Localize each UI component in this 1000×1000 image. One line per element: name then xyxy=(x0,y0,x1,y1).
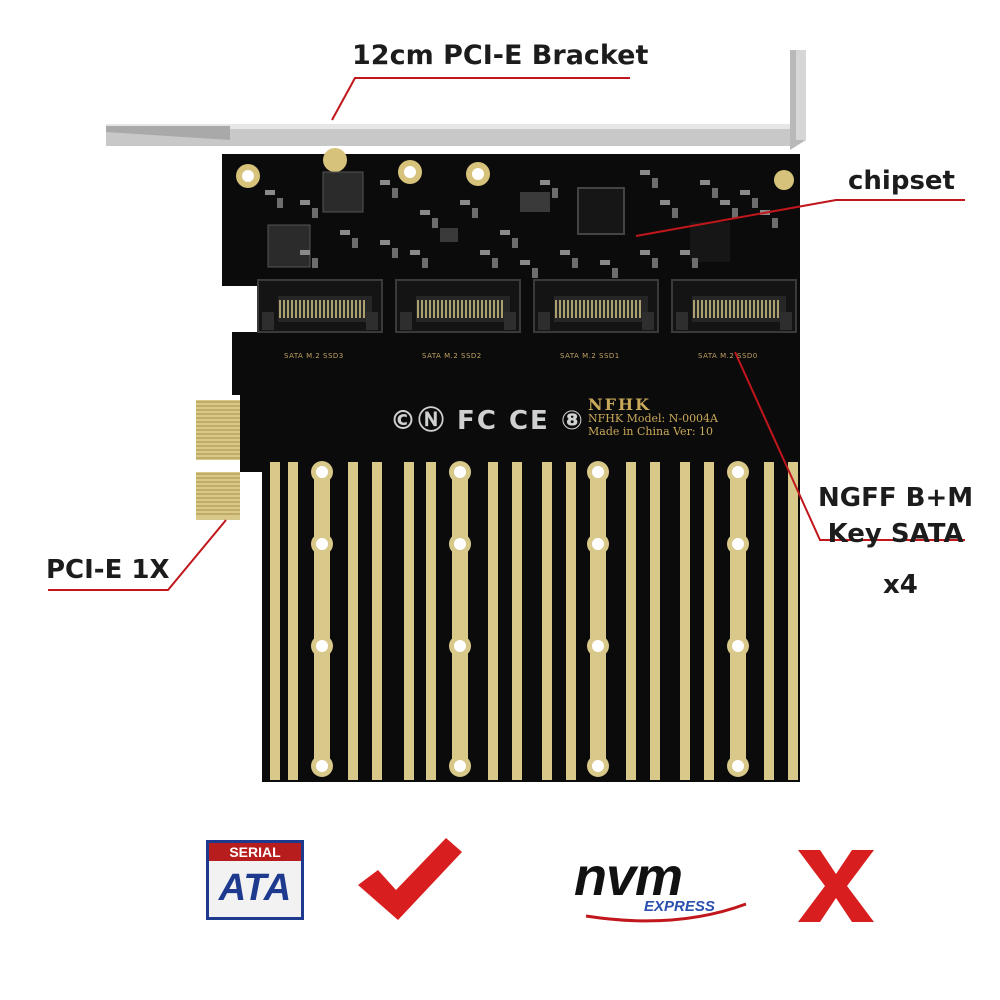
nvm-logo-text: nvm xyxy=(574,847,683,907)
standoff-rail xyxy=(452,470,468,770)
check-icon xyxy=(358,838,462,920)
standoff-rail xyxy=(314,470,330,770)
sata-logo-bottom: ATA xyxy=(218,867,292,909)
gold-rail xyxy=(404,462,414,780)
gold-rail xyxy=(512,462,522,780)
gold-rail xyxy=(542,462,552,780)
nvm-logo-subtext: EXPRESS xyxy=(644,898,715,915)
gold-rail xyxy=(426,462,436,780)
standoff-rail xyxy=(590,470,606,770)
m2-slots xyxy=(257,279,797,333)
slot-label-ssd1: SATA M.2 SSD1 xyxy=(560,352,620,360)
gold-rail xyxy=(348,462,358,780)
cross-icon xyxy=(798,850,874,922)
gold-rail xyxy=(764,462,774,780)
serial-ata-logo: SERIAL ATA xyxy=(206,840,304,920)
passive-components xyxy=(265,170,778,278)
slot-label-ssd2: SATA M.2 SSD2 xyxy=(422,352,482,360)
nvm-express-logo: nvm EXPRESS xyxy=(566,846,756,926)
gold-rail xyxy=(680,462,690,780)
metal-bracket xyxy=(106,50,806,150)
gold-rail xyxy=(488,462,498,780)
callout-lines xyxy=(48,77,965,591)
smd-components xyxy=(236,148,794,268)
nvm-swoosh xyxy=(585,902,747,923)
pcb-brand: NFHK xyxy=(588,395,652,414)
bracket-callout: 12cm PCI-E Bracket xyxy=(352,40,649,71)
gold-rail xyxy=(626,462,636,780)
standoff-rail xyxy=(730,470,746,770)
gold-rail xyxy=(704,462,714,780)
ngff-line-1: NGFF B+M xyxy=(818,483,974,513)
chipset-callout: chipset xyxy=(848,166,955,196)
certification-marks: ©Ⓝ FC CE ⑧ xyxy=(390,406,585,436)
quantity-callout: x4 xyxy=(883,570,918,600)
gold-rail xyxy=(288,462,298,780)
slot-label-ssd3: SATA M.2 SSD3 xyxy=(284,352,344,360)
ngff-line-2: Key SATA xyxy=(827,519,964,549)
ngff-callout: NGFF B+M Key SATA xyxy=(818,480,973,552)
gold-rails xyxy=(270,461,798,780)
gold-rail xyxy=(270,462,280,780)
pcb-model: NFHK Model: N-0004A xyxy=(588,412,719,425)
slot-label-ssd0: SATA M.2 SSD0 xyxy=(698,352,758,360)
pcie-callout: PCI-E 1X xyxy=(46,555,170,585)
gold-rail xyxy=(372,462,382,780)
finger-block-lower xyxy=(196,472,240,520)
sata-logo-top: SERIAL xyxy=(209,843,301,861)
gold-rail xyxy=(566,462,576,780)
pcie-gold-fingers xyxy=(196,400,240,520)
gold-rail xyxy=(788,462,798,780)
pcb-made-in: Made in China Ver: 10 xyxy=(588,425,714,438)
gold-rail xyxy=(650,462,660,780)
